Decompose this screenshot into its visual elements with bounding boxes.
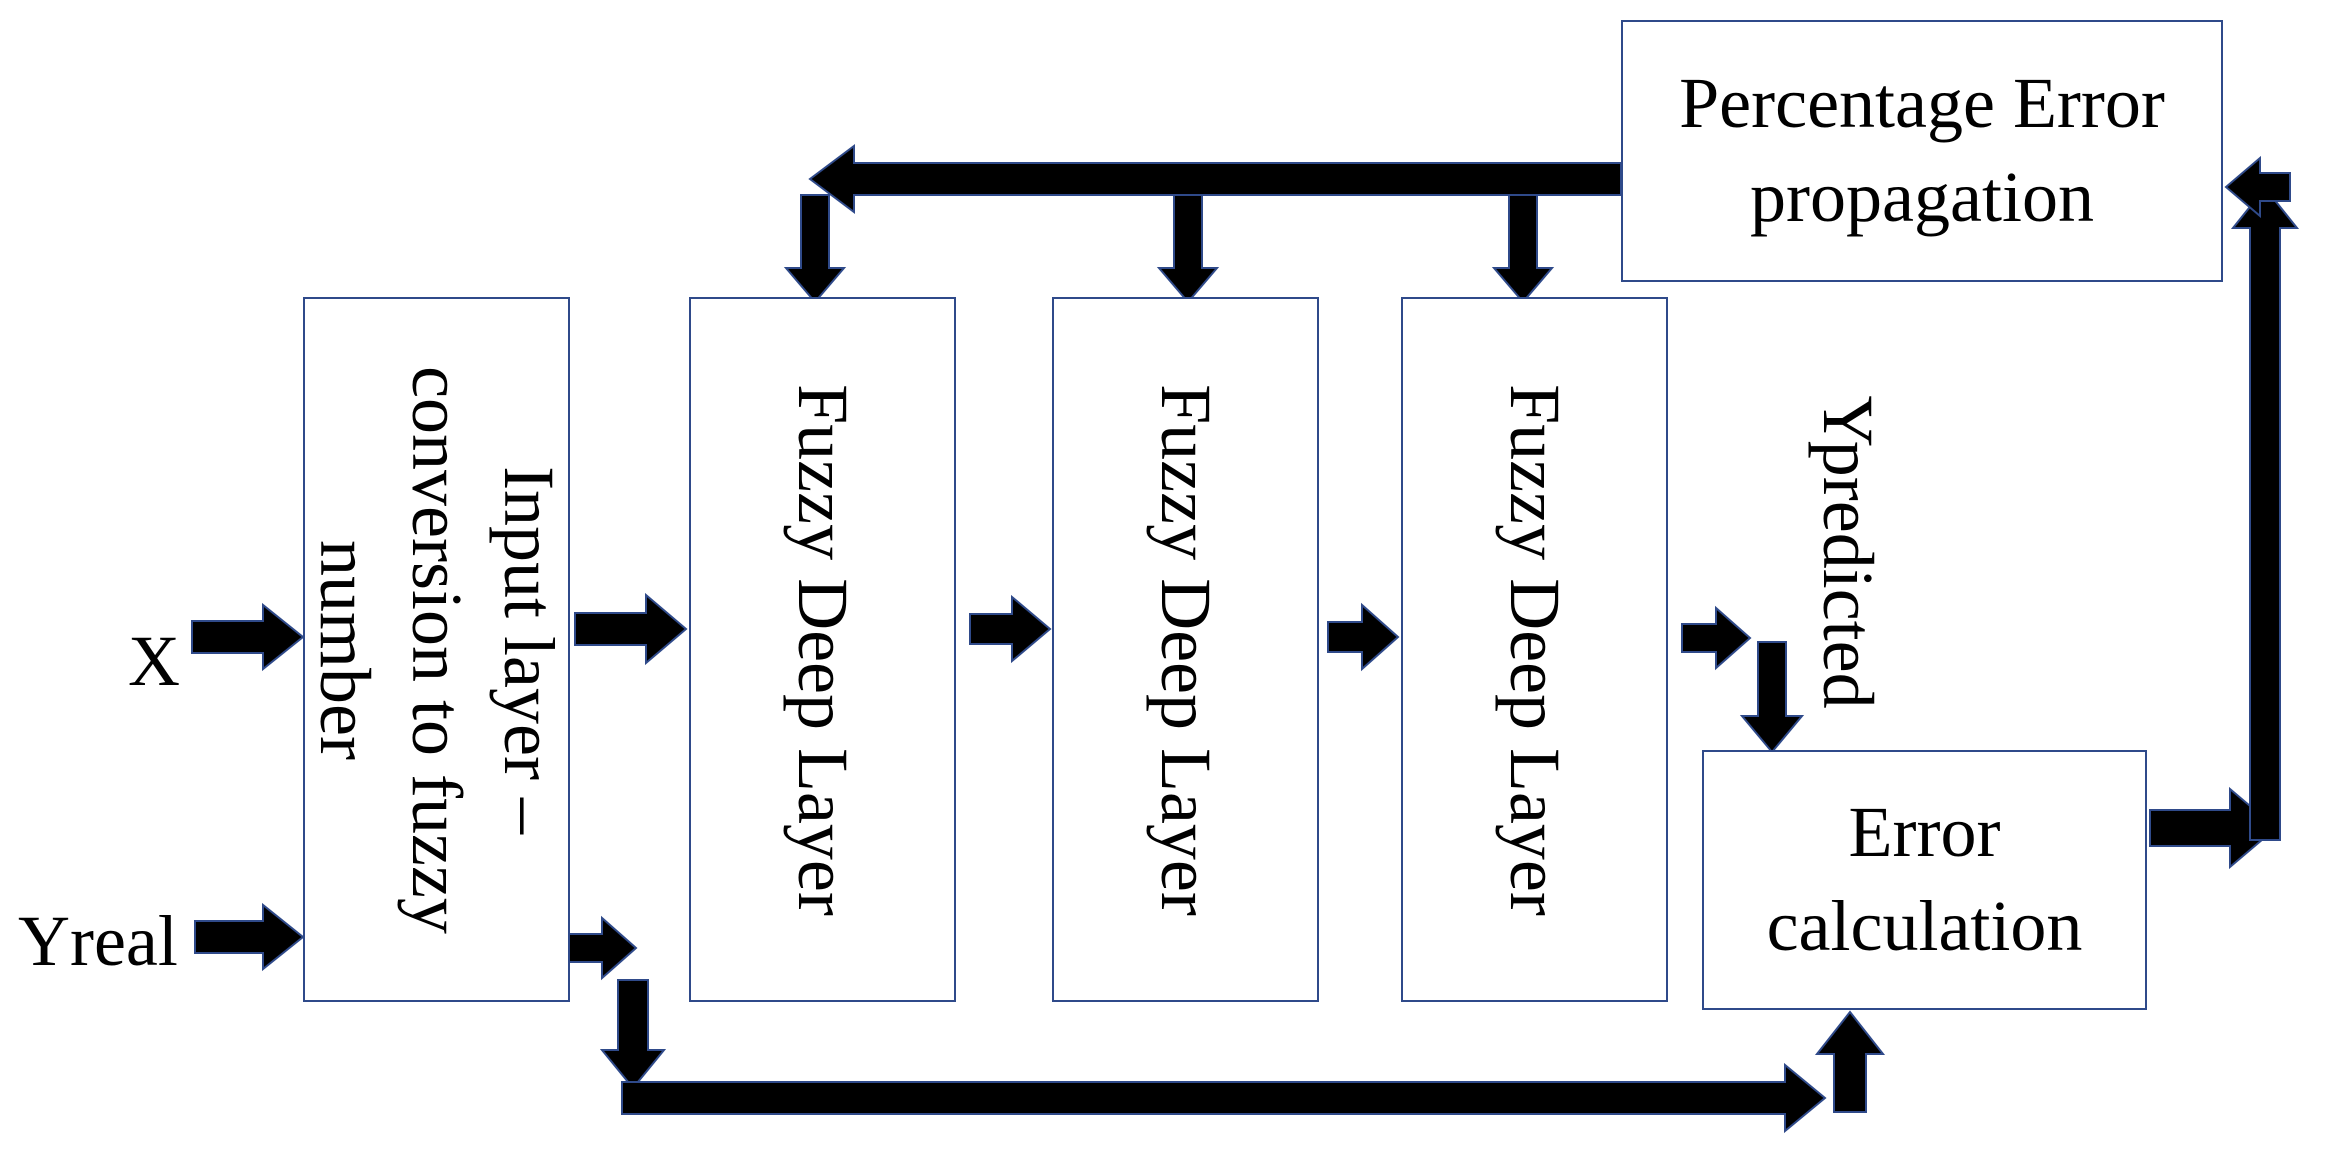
ypredicted-label: Ypredicted [1808,395,1888,709]
input-layer-label: Input layer – conversion to fuzzy number [304,365,569,934]
percentage-error-propagation-box: Percentage Error propagation [1621,20,2223,282]
fuzzy-deep-layer-3-box: Fuzzy Deep Layer [1401,297,1668,1002]
arrow-input-to-fuzzy1 [574,592,688,666]
arrow-top-bus-left [808,144,1622,214]
percentage-error-propagation-label: Percentage Error propagation [1679,63,2165,237]
arrow-fuzzy2-to-fuzzy3 [1327,602,1400,672]
arrow-right-riser-up [2230,186,2300,841]
fuzzy-deep-layer-2-label: Fuzzy Deep Layer [1145,383,1226,916]
yreal-input-label: Yreal [18,901,178,981]
arrow-yreal-to-input [194,902,305,972]
error-calculation-box: Error calculation [1702,750,2147,1010]
arrow-down-to-fuzzy2 [1156,194,1220,304]
arrow-down-to-fuzzy1 [783,194,847,304]
fuzzy-deep-layer-2-box: Fuzzy Deep Layer [1052,297,1319,1002]
arrow-fuzzy1-to-fuzzy2 [969,594,1052,664]
arrow-fuzzy3-out [1681,605,1752,671]
fuzzy-deep-layer-3-label: Fuzzy Deep Layer [1494,383,1575,916]
arrow-x-to-input [191,602,305,672]
arrow-lower-down [599,979,667,1090]
arrow-down-to-fuzzy3 [1491,194,1555,304]
fuzzy-deep-layer-1-box: Fuzzy Deep Layer [689,297,956,1002]
input-layer-box: Input layer – conversion to fuzzy number [303,297,570,1002]
arrow-bottom-bus [621,1062,1827,1134]
error-calculation-label: Error calculation [1766,792,2083,966]
arrow-ypredicted-down [1739,641,1805,754]
arrow-input-lower-out [566,915,638,981]
arrow-riser-to-prop-box [2224,155,2291,219]
arrow-up-to-error-calc [1814,1010,1886,1113]
fuzzy-deep-layer-1-label: Fuzzy Deep Layer [782,383,863,916]
x-input-label: X [128,621,180,701]
